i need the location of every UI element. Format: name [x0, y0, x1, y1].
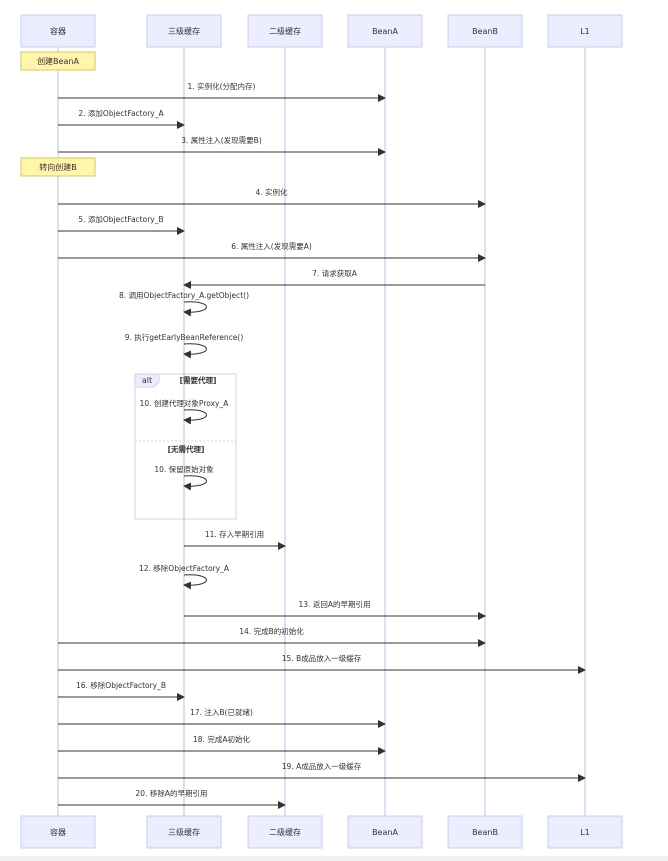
alt-frame: alt [需要代理] [无需代理]: [134, 373, 237, 520]
actor-beanB-top: BeanB: [447, 14, 523, 48]
message-5: 5. 添加ObjectFactory_B: [58, 214, 185, 235]
message-arrow: [183, 343, 207, 359]
actor-label: BeanB: [472, 828, 498, 837]
alt-condition-1: [需要代理]: [180, 375, 217, 385]
actor-label: BeanB: [472, 27, 498, 36]
message-9: 9. 执行getEarlyBeanReference(): [125, 332, 244, 359]
actor-container-bottom: 容器: [20, 815, 96, 849]
note-2: 转向创建B: [20, 157, 96, 177]
message-13: 12. 移除ObjectFactory_A: [139, 563, 230, 590]
message-17: 16. 移除ObjectFactory_B: [58, 680, 185, 701]
message-label: 10. 保留原始对象: [154, 464, 214, 474]
message-11: 10. 保留原始对象: [154, 464, 214, 491]
message-label: 19. A成品放入一级缓存: [282, 761, 362, 771]
bottom-divider: [0, 856, 668, 861]
message-label: 4. 实例化: [255, 187, 288, 197]
message-14: 13. 返回A的早期引用: [184, 599, 486, 620]
message-label: 14. 完成B的初始化: [239, 626, 304, 636]
message-label: 17. 注入B(已就绪): [190, 707, 253, 717]
message-label: 3. 属性注入(发现需要B): [181, 135, 262, 145]
message-label: 18. 完成A初始化: [193, 734, 250, 744]
message-label: 5. 添加ObjectFactory_B: [78, 214, 163, 224]
message-label: 2. 添加ObjectFactory_A: [78, 108, 164, 118]
message-4: 4. 实例化: [58, 187, 486, 208]
note-1: 创建BeanA: [20, 51, 96, 71]
message-label: 12. 移除ObjectFactory_A: [139, 563, 230, 573]
actor-l1-top: L1: [547, 14, 623, 48]
actor-label: L1: [580, 27, 590, 36]
message-1: 1. 实例化(分配内存): [58, 81, 386, 102]
message-16: 15. B成品放入一级缓存: [58, 653, 586, 674]
message-10: 10. 创建代理对象Proxy_A: [140, 398, 230, 425]
message-8: 8. 调用ObjectFactory_A.getObject(): [119, 291, 249, 317]
note-label: 创建BeanA: [37, 56, 79, 66]
message-7: 7. 请求获取A: [183, 268, 485, 289]
message-label: 1. 实例化(分配内存): [188, 81, 256, 91]
message-label: 8. 调用ObjectFactory_A.getObject(): [119, 291, 249, 300]
actor-container-top: 容器: [20, 14, 96, 48]
message-label: 20. 移除A的早期引用: [136, 788, 208, 798]
message-3: 3. 属性注入(发现需要B): [58, 135, 386, 156]
message-label: 9. 执行getEarlyBeanReference(): [125, 332, 244, 342]
message-12: 11. 存入早期引用: [184, 529, 286, 550]
message-label: 6. 属性注入(发现需要A): [231, 241, 312, 251]
actor-label: 三级缓存: [168, 26, 200, 36]
message-label: 11. 存入早期引用: [205, 529, 264, 539]
actor-l3-top: 三级缓存: [146, 14, 222, 48]
message-label: 13. 返回A的早期引用: [299, 599, 371, 609]
actor-label: 三级缓存: [168, 827, 200, 837]
message-label: 10. 创建代理对象Proxy_A: [140, 398, 230, 408]
message-20: 19. A成品放入一级缓存: [58, 761, 586, 782]
actor-label: BeanA: [372, 27, 398, 36]
message-15: 14. 完成B的初始化: [58, 626, 486, 647]
message-label: 15. B成品放入一级缓存: [282, 653, 362, 663]
message-18: 17. 注入B(已就绪): [58, 707, 386, 728]
actor-l1-bottom: L1: [547, 815, 623, 849]
message-arrow: [183, 409, 207, 425]
message-19: 18. 完成A初始化: [58, 734, 386, 755]
actor-label: 容器: [50, 26, 66, 36]
actor-label: 容器: [50, 827, 66, 837]
message-label: 7. 请求获取A: [312, 268, 358, 278]
message-label: 16. 移除ObjectFactory_B: [76, 680, 166, 690]
actor-label: L1: [580, 828, 590, 837]
alt-condition-2: [无需代理]: [168, 444, 205, 454]
alt-tag-label: alt: [142, 376, 152, 385]
actor-beanA-bottom: BeanA: [347, 815, 423, 849]
message-6: 6. 属性注入(发现需要A): [58, 241, 486, 262]
note-label: 转向创建B: [39, 162, 77, 172]
actor-label: BeanA: [372, 828, 398, 837]
actor-l2-top: 二级缓存: [247, 14, 323, 48]
message-arrow: [183, 301, 207, 317]
actor-l3-bottom: 三级缓存: [146, 815, 222, 849]
actor-label: 二级缓存: [269, 827, 301, 837]
message-arrow: [183, 574, 207, 590]
actor-beanA-top: BeanA: [347, 14, 423, 48]
actor-label: 二级缓存: [269, 26, 301, 36]
actor-beanB-bottom: BeanB: [447, 815, 523, 849]
message-21: 20. 移除A的早期引用: [58, 788, 286, 809]
message-arrow: [183, 475, 207, 491]
message-2: 2. 添加ObjectFactory_A: [58, 108, 185, 129]
actor-l2-bottom: 二级缓存: [247, 815, 323, 849]
